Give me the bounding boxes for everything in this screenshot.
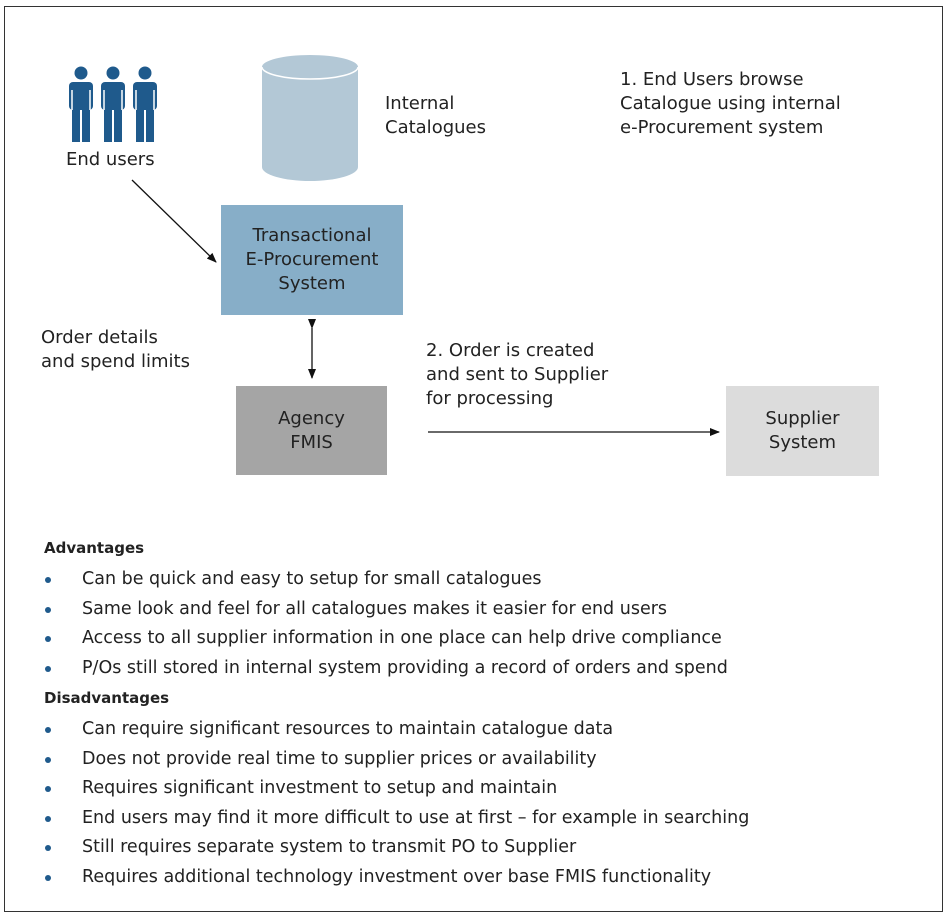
- supplier-box-line: System: [768, 432, 837, 453]
- list-item: Can be quick and easy to setup for small…: [44, 565, 728, 595]
- step1-note: 1. End Users browse Catalogue using inte…: [620, 68, 841, 140]
- order-details-line: and spend limits: [41, 351, 190, 372]
- agency-box-line: Agency: [278, 407, 345, 429]
- internal-catalogues-line: Internal: [385, 93, 455, 114]
- figure-frame: [4, 6, 943, 912]
- end-users-to-transactional-arrow: [131, 179, 217, 263]
- list-item: Still requires separate system to transm…: [44, 833, 749, 863]
- internal-catalogues-line: Catalogues: [385, 117, 486, 138]
- step2-note-line: 2. Order is created: [426, 340, 595, 361]
- list-item: Same look and feel for all catalogues ma…: [44, 595, 728, 625]
- step1-note-line: Catalogue using internal: [620, 93, 841, 114]
- list-item: Requires significant investment to setup…: [44, 774, 749, 804]
- list-item: End users may find it more difficult to …: [44, 804, 749, 834]
- list-item: Access to all supplier information in on…: [44, 624, 728, 654]
- order-details-note: Order details and spend limits: [41, 326, 190, 374]
- end-users-label: End users: [66, 149, 155, 170]
- end-users-icon: [69, 66, 157, 142]
- agency-box-line: FMIS: [290, 431, 333, 453]
- transactional-box-line: E-Procurement: [245, 249, 379, 270]
- list-item: Requires additional technology investmen…: [44, 863, 749, 893]
- agency-fmis-box: Agency FMIS: [236, 386, 387, 475]
- order-details-line: Order details: [41, 327, 158, 348]
- disadvantages-list: Can require significant resources to mai…: [44, 715, 749, 892]
- disadvantages-section: Disadvantages Can require significant re…: [44, 687, 749, 892]
- list-item: Can require significant resources to mai…: [44, 715, 749, 745]
- step1-note-line: 1. End Users browse: [620, 69, 804, 90]
- step2-note-line: for processing: [426, 388, 554, 409]
- list-item: Does not provide real time to supplier p…: [44, 745, 749, 775]
- transactional-box-line: System: [278, 273, 346, 294]
- advantages-heading: Advantages: [44, 539, 145, 557]
- step1-note-line: e-Procurement system: [620, 117, 824, 138]
- transactional-eprocurement-box: Transactional E-Procurement System: [221, 205, 403, 315]
- internal-catalogues-label: Internal Catalogues: [385, 92, 486, 140]
- supplier-box-line: Supplier: [765, 408, 840, 429]
- step2-note-line: and sent to Supplier: [426, 364, 609, 385]
- advantages-section: Advantages Can be quick and easy to setu…: [44, 537, 728, 683]
- transactional-box-line: Transactional: [252, 225, 372, 246]
- list-item: P/Os still stored in internal system pro…: [44, 654, 728, 684]
- database-cylinder-icon: [261, 55, 359, 181]
- disadvantages-heading: Disadvantages: [44, 689, 170, 707]
- advantages-list: Can be quick and easy to setup for small…: [44, 565, 728, 683]
- step2-note: 2. Order is created and sent to Supplier…: [426, 339, 608, 411]
- supplier-system-box: Supplier System: [726, 386, 879, 476]
